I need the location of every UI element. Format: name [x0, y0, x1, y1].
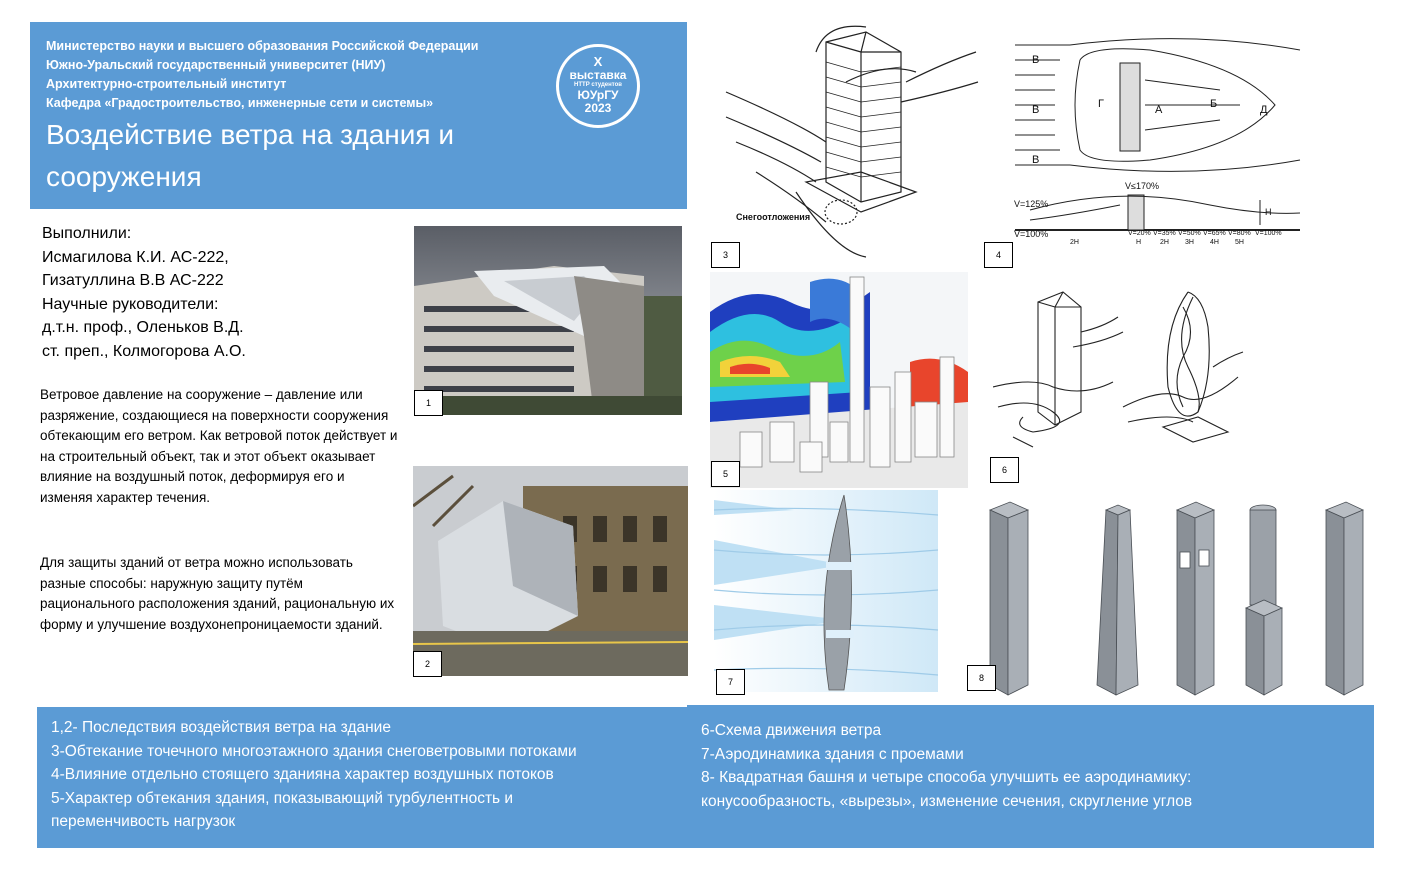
caption-right-line-2: 7-Аэродинамика здания с проемами — [701, 745, 964, 763]
paragraph-wind-pressure: Ветровое давление на сооружение – давлен… — [40, 387, 398, 505]
institution-line-2: Южно-Уральский государственный университ… — [46, 58, 386, 72]
scale-label-2: H — [1136, 239, 1141, 246]
scale-label-1: 2H — [1070, 239, 1079, 246]
authors-line-4: Научные руководители: — [42, 295, 219, 313]
scale-value-1: V=20% — [1128, 230, 1151, 237]
header-panel: Министерство науки и высшего образования… — [30, 22, 687, 209]
flow-letter-v-bottom: В — [1032, 154, 1039, 166]
snow-deposits-label: Снегоотложения — [736, 212, 810, 222]
diagram-wind-movement — [992, 287, 1248, 459]
institution-block: Министерство науки и высшего образования… — [46, 37, 478, 113]
authors-block: Выполнили: Исмагилова К.И. АС-222, Гизат… — [42, 222, 246, 363]
zone-letter-d: Д — [1260, 104, 1268, 116]
exhibition-badge: X выставка НТТР студентов ЮУрГУ 2023 — [556, 44, 640, 128]
badge-subtitle: НТТР студентов — [574, 82, 622, 88]
caption-left-line-5: переменчивость нагрузок — [51, 813, 236, 830]
poster-title: Воздействие ветра на здания и сооружения — [46, 114, 566, 198]
scale-value-6: V=100% — [1255, 230, 1282, 237]
scale-value-5: V=80% — [1228, 230, 1251, 237]
institution-line-1: Министерство науки и высшего образования… — [46, 39, 479, 53]
badge-exhibition: выставка — [569, 68, 627, 82]
institution-line-3: Архитектурно-строительный институт — [46, 77, 287, 91]
v100-label: V=100% — [1014, 229, 1048, 239]
flow-letter-v-top: В — [1032, 54, 1039, 66]
institution-line-4: Кафедра «Градостроительство, инженерные … — [46, 96, 434, 110]
figure-number-8: 8 — [967, 665, 996, 691]
image-turbulence-simulation — [710, 272, 968, 488]
authors-line-6: ст. преп., Колмогорова А.О. — [42, 342, 246, 360]
figure-number-7: 7 — [716, 669, 745, 695]
v125-label: V=125% — [1014, 199, 1048, 209]
scale-label-4: 3H — [1185, 239, 1194, 246]
figure-number-3: 3 — [711, 242, 740, 268]
title-line-2: сооружения — [46, 161, 202, 192]
caption-panel-right: 6-Схема движения ветра 7-Аэродинамика зд… — [687, 705, 1374, 848]
image-openings-aerodynamics — [714, 490, 938, 692]
caption-left-line-4: 5-Характер обтекания здания, показывающи… — [51, 789, 514, 807]
figure-number-4: 4 — [984, 242, 1013, 268]
figure-number-5: 5 — [711, 461, 740, 487]
zone-letter-a: А — [1155, 104, 1163, 116]
figure-number-2: 2 — [413, 651, 442, 677]
v170-label: V≤170% — [1125, 181, 1159, 191]
zone-letter-g: Г — [1098, 98, 1104, 110]
caption-right-line-1: 6-Схема движения ветра — [701, 722, 882, 739]
caption-left-line-1: 1,2- Последствия воздействия ветра на зд… — [51, 719, 391, 736]
caption-right-line-4: конусообразность, «вырезы», изменение се… — [701, 792, 1193, 810]
scale-value-2: V=35% — [1153, 230, 1176, 237]
caption-left-line-2: 3-Обтекание точечного многоэтажного здан… — [51, 742, 577, 760]
diagram-airflow-around-building: В В В Г А Б Д V≤170% V=125% V=100% H 2H … — [1010, 35, 1305, 250]
scale-value-3: V=50% — [1178, 230, 1201, 237]
scale-label-6: 5H — [1235, 239, 1244, 246]
caption-right-line-3: 8- Квадратная башня и четыре способа улу… — [701, 769, 1192, 786]
scale-value-4: V=65% — [1203, 230, 1226, 237]
authors-line-2: Исмагилова К.И. АС-222, — [42, 248, 229, 266]
badge-numeral: X — [593, 54, 603, 69]
badge-year: 2023 — [584, 101, 612, 115]
figure-number-6: 6 — [990, 457, 1019, 483]
height-label: H — [1265, 207, 1272, 217]
diagram-snow-wind-flow: Снегоотложения — [716, 22, 981, 266]
title-line-1: Воздействие ветра на здания и — [46, 119, 454, 150]
zone-letter-b: Б — [1210, 98, 1217, 110]
paragraph-protection: Для защиты зданий от ветра можно использ… — [40, 555, 395, 632]
scale-label-5: 4H — [1210, 239, 1219, 246]
caption-left-line-3: 4-Влияние отдельно стоящего зданияна хар… — [51, 766, 554, 783]
figure-number-1: 1 — [414, 390, 443, 416]
authors-line-1: Выполнили: — [42, 225, 132, 242]
authors-line-5: д.т.н. проф., Оленьков В.Д. — [42, 319, 244, 336]
authors-line-3: Гизатуллина В.В АС-222 — [42, 272, 224, 289]
badge-university: ЮУрГУ — [577, 88, 619, 102]
flow-letter-v-mid: В — [1032, 104, 1039, 116]
scale-label-3: 2H — [1160, 239, 1169, 246]
caption-panel-left: 1,2- Последствия воздействия ветра на зд… — [37, 707, 687, 848]
photo-fallen-roof — [413, 466, 688, 676]
image-tower-variants — [980, 490, 1370, 700]
photo-damaged-roof — [414, 226, 682, 415]
